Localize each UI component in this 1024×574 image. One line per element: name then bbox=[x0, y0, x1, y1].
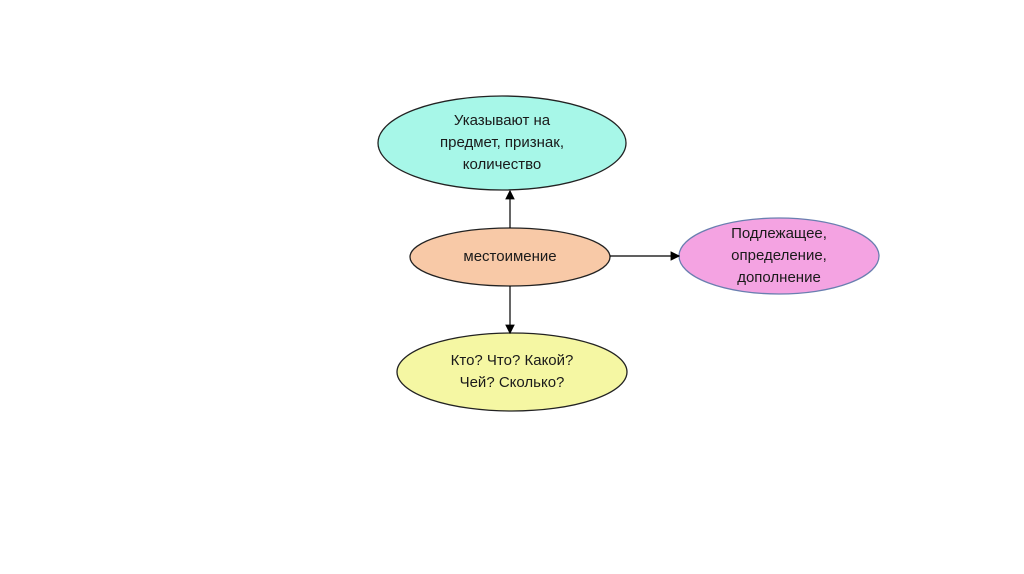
text-line: количество bbox=[462, 156, 542, 173]
text-line: дополнение bbox=[737, 269, 821, 286]
text-line: Кто? Что? Какой? bbox=[450, 352, 574, 369]
text-line: Указывают на bbox=[453, 112, 551, 129]
text-line: Чей? Сколько? bbox=[459, 374, 565, 391]
text-line: предмет, признак, bbox=[439, 134, 565, 151]
node-bottom-label: Кто? Что? Какой? Чей? Сколько? bbox=[451, 350, 574, 394]
node-right-label: Подлежащее, определение, дополнение bbox=[731, 223, 827, 289]
text-line: определение, bbox=[731, 247, 827, 264]
node-center-label: местоимение bbox=[463, 246, 556, 268]
node-top-ellipse bbox=[377, 95, 627, 191]
node-top-label: Указывают на предмет, признак, количеств… bbox=[440, 110, 564, 176]
text-line: Подлежащее, bbox=[731, 225, 827, 242]
text-line: местоимение bbox=[463, 248, 557, 265]
